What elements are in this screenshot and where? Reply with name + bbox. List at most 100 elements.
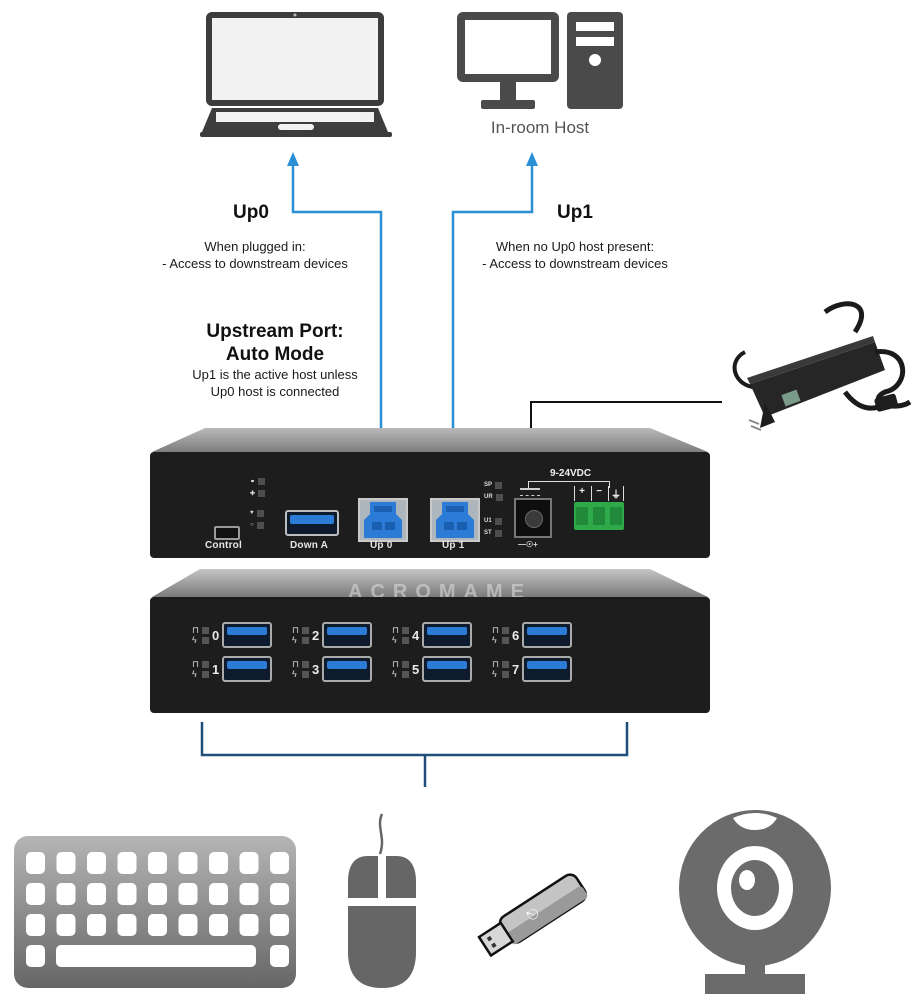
port-number: 5 (412, 661, 420, 677)
keyboard-key (26, 883, 45, 905)
led-sp-label: SP (484, 482, 493, 488)
polarity-symbol: —☉+ (518, 540, 538, 549)
power-bolt-icon: ϟ (492, 669, 497, 679)
downstream-port-6[interactable]: ⊓ϟ 6 (492, 619, 592, 651)
down-a-port[interactable] (285, 510, 339, 536)
up0-port[interactable] (358, 498, 408, 542)
led-u1-label: U1 (484, 518, 492, 524)
usb-a-port-icon (322, 622, 373, 648)
downstream-port-3[interactable]: ⊓ϟ 3 (292, 653, 392, 685)
port-leds (302, 626, 310, 644)
hub-rear-unit: ACROMAME ⊓ϟ 0 ⊓ϟ 1 ⊓ϟ 2 ⊓ϟ (150, 567, 710, 713)
keyboard-key (117, 852, 137, 874)
port-status-icons: ⊓ϟ (492, 659, 499, 679)
keyboard-key (239, 852, 259, 874)
terminal-minus-label: − (591, 486, 606, 501)
desktop-computer-icon (457, 12, 623, 109)
data-activity-icon: ⊓ (392, 659, 400, 669)
mouse-device (342, 812, 422, 992)
up1-arrow-desktop (526, 152, 538, 166)
led-ur (495, 493, 503, 501)
terminal-ground (609, 507, 622, 525)
up1-note-line2: - Access to downstream devices (482, 256, 668, 271)
port-leds (502, 660, 510, 678)
laptop-host (198, 8, 394, 142)
downstream-port-4[interactable]: ⊓ϟ 4 (392, 619, 492, 651)
control-port-label: Control (205, 540, 242, 551)
keyboard-key (56, 883, 76, 905)
up1-port-label: Up 1 (442, 540, 465, 551)
downstream-port-5[interactable]: ⊓ϟ 5 (392, 653, 492, 685)
terminal-ground-label: ⏚ (608, 486, 624, 501)
data-activity-icon: ⊓ (192, 659, 200, 669)
keyboard-key (56, 852, 76, 874)
up0-title: Up0 (233, 202, 269, 223)
led-heart-icon: ♥ (250, 510, 254, 516)
keyboard-device (10, 832, 300, 992)
keyboard-key (117, 914, 137, 936)
port-status-icons: ⊓ϟ (192, 625, 199, 645)
downstream-port-7[interactable]: ⊓ϟ 7 (492, 653, 592, 685)
keyboard-key (26, 914, 45, 936)
port-leds (202, 626, 210, 644)
dc-barrel-jack[interactable] (514, 498, 552, 538)
up0-port-label: Up 0 (370, 540, 393, 551)
usb-b-port-icon (364, 502, 402, 538)
terminal-block[interactable] (574, 502, 624, 530)
keyboard-spacebar (56, 945, 256, 967)
downstream-port-2[interactable]: ⊓ϟ 2 (292, 619, 392, 651)
keyboard-key (239, 883, 259, 905)
power-bolt-icon: ϟ (392, 635, 397, 645)
terminal-minus (592, 507, 605, 525)
keyboard-key (87, 914, 106, 936)
up1-port[interactable] (430, 498, 480, 542)
down-a-port-label: Down A (290, 540, 329, 551)
usb-a-port-icon (522, 622, 573, 648)
power-bolt-icon: ϟ (292, 635, 297, 645)
led-heart (256, 509, 264, 517)
upstream-heading-line2: Auto Mode (225, 344, 325, 365)
keyboard-key (239, 914, 259, 936)
downstream-port-1[interactable]: ⊓ϟ 1 (192, 653, 292, 685)
power-supply (725, 292, 915, 440)
hub-rear-face: ⊓ϟ 0 ⊓ϟ 1 ⊓ϟ 2 ⊓ϟ 3 (150, 597, 710, 713)
led-link-icon: ⚭ (250, 478, 256, 485)
port-status-icons: ⊓ϟ (292, 625, 299, 645)
up0-arrow-laptop (287, 152, 299, 166)
webcam-icon (679, 810, 831, 994)
downstream-port-0[interactable]: ⊓ϟ 0 (192, 619, 292, 651)
terminal-labels: + − ⏚ (574, 486, 624, 501)
usb-a-port-icon (422, 622, 473, 648)
data-activity-icon: ⊓ (192, 625, 200, 635)
led-power-icon: ○ (250, 522, 254, 528)
port-status-icons: ⊓ϟ (192, 659, 199, 679)
power-bolt-icon: ϟ (492, 635, 497, 645)
keyboard-key (148, 883, 167, 905)
control-port[interactable] (214, 526, 240, 540)
led-link (258, 477, 266, 485)
led-power (256, 521, 264, 529)
data-activity-icon: ⊓ (292, 659, 300, 669)
usb-b-port-icon (436, 502, 474, 538)
webcam-device (675, 808, 835, 994)
status-leds-left: ⚭ ✚ ♥ ○ (250, 476, 266, 530)
data-activity-icon: ⊓ (492, 625, 500, 635)
led-ur-label: UR (484, 494, 493, 500)
data-activity-icon: ⊓ (492, 659, 500, 669)
usb-a-port-icon (422, 656, 473, 682)
port-leds (402, 626, 410, 644)
up1-title: Up1 (557, 202, 593, 223)
keyboard-key (87, 852, 106, 874)
port-number: 1 (212, 661, 220, 677)
port-status-icons: ⊓ϟ (492, 625, 499, 645)
port-number: 0 (212, 627, 220, 643)
hub-rear-top-face (152, 569, 708, 597)
keyboard-icon (14, 836, 296, 988)
keyboard-key (270, 883, 289, 905)
keyboard-key (209, 883, 228, 905)
downstream-port-grid: ⊓ϟ 0 ⊓ϟ 1 ⊓ϟ 2 ⊓ϟ 3 (192, 619, 592, 685)
power-bolt-icon: ϟ (392, 669, 397, 679)
hub-front-face: ⚭ ✚ ♥ ○ Control Down A Up 0 (150, 452, 710, 558)
terminal-plus-label: + (574, 486, 589, 501)
upstream-desc-line2: Up0 host is connected (210, 384, 340, 399)
